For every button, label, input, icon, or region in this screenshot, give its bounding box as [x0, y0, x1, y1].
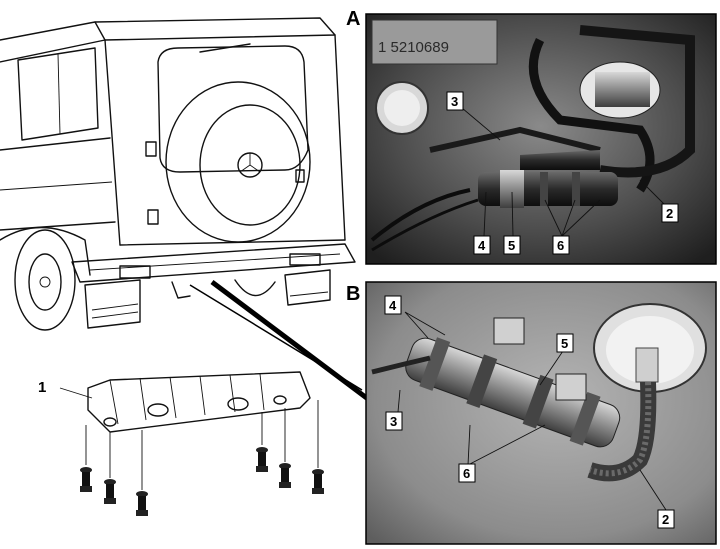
callout-b-2: 2 — [662, 512, 669, 527]
photo-a: 1 5210689 3 2 4 5 6 — [365, 13, 717, 265]
callout-a-5: 5 — [508, 238, 515, 253]
panel-label-a: A — [346, 8, 360, 30]
callout-a-3: 3 — [451, 94, 458, 109]
callout-b-3: 3 — [390, 414, 397, 429]
callout-a-2: 2 — [666, 206, 673, 221]
callout-a-4: 4 — [478, 238, 486, 253]
vin-plate-text: 1 5210689 — [378, 39, 449, 56]
panel-label-b: B — [346, 283, 360, 305]
mounting-bolts — [80, 447, 324, 516]
callout-1: 1 — [38, 379, 46, 396]
pointer-lines — [189, 280, 374, 404]
callout-a-6: 6 — [557, 238, 564, 253]
photo-b: 4 5 3 6 2 — [365, 281, 717, 545]
vehicle-rear-illustration — [0, 17, 356, 331]
callout-b-6: 6 — [463, 466, 470, 481]
callout-b-5: 5 — [561, 336, 568, 351]
underbody-shield-illustration: 1 — [38, 371, 324, 516]
callout-b-4: 4 — [389, 298, 397, 313]
